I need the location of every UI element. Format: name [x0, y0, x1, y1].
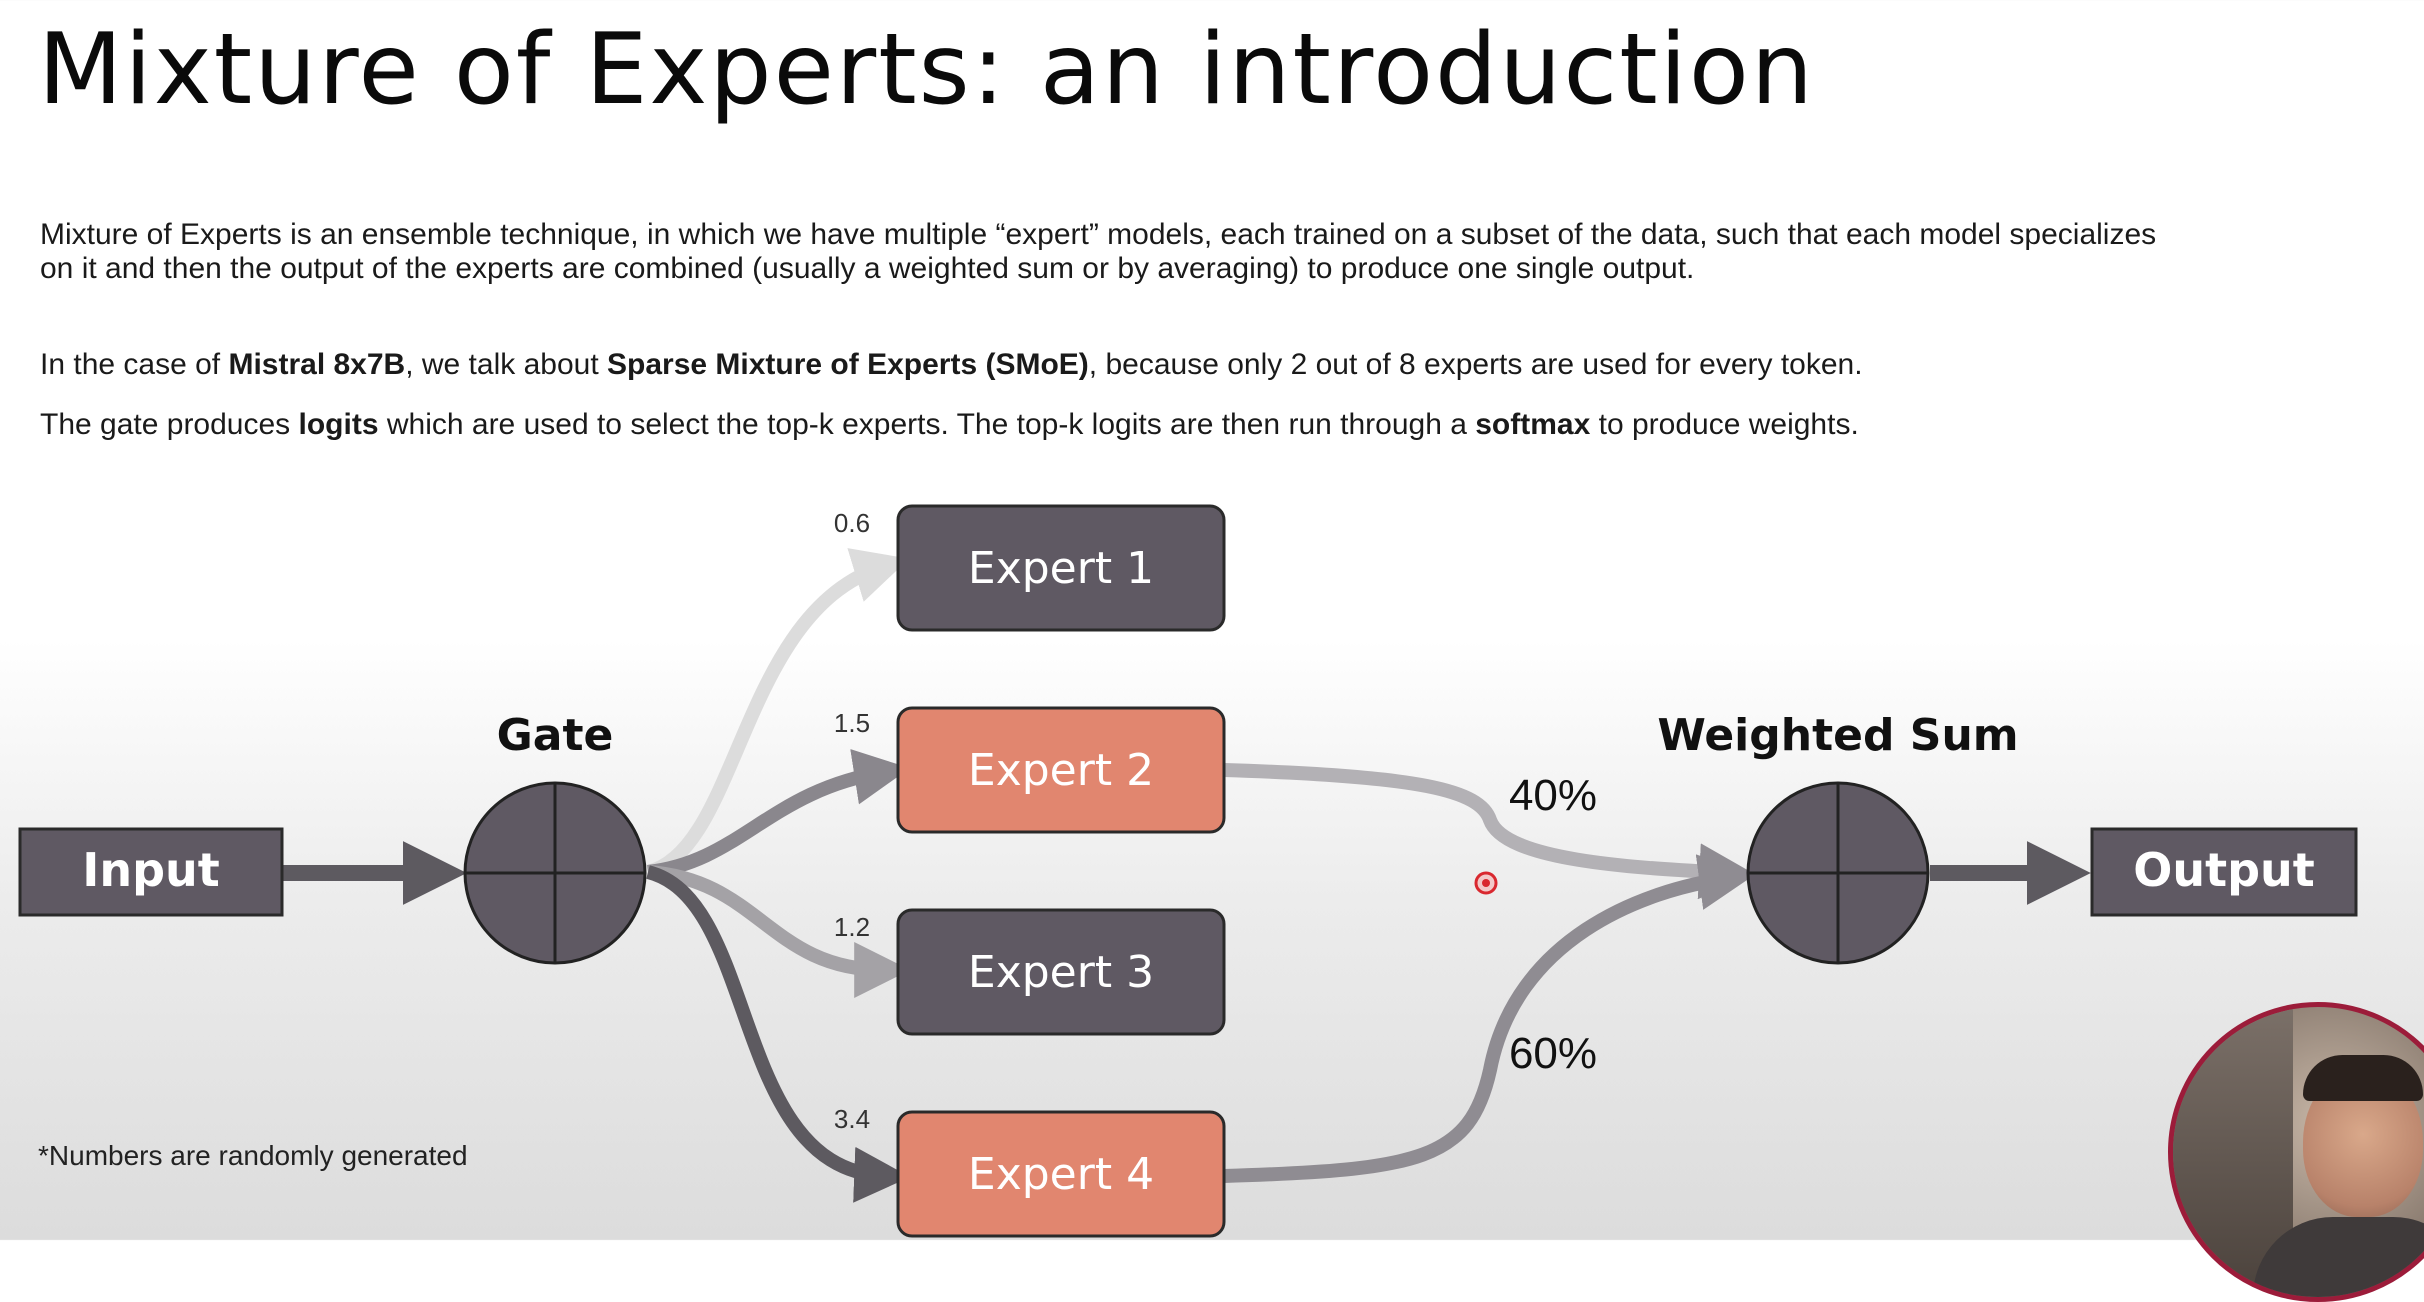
expert-3-node: 1.2 Expert 3 — [834, 908, 1226, 1036]
input-label: Input — [82, 843, 220, 897]
arrow-gate-expert1 — [645, 548, 910, 879]
arrow-expert2-sum — [1223, 763, 1756, 900]
gate-text-1: The gate produces — [40, 408, 299, 441]
output-label: Output — [2133, 843, 2315, 897]
cursor-indicator — [1474, 871, 1498, 895]
weight-expert-4: 60% — [1509, 1029, 1597, 1078]
smoe-text-2: , we talk about — [405, 348, 607, 381]
expert-1-node: 0.6 Expert 1 — [834, 504, 1226, 632]
gate-node: Gate — [463, 710, 647, 965]
expert-4-label: Expert 4 — [968, 1149, 1154, 1200]
gate-bold-softmax: softmax — [1475, 408, 1591, 441]
gate-bold-logits: logits — [298, 408, 379, 441]
smoe-text-1: In the case of — [40, 348, 229, 381]
smoe-paragraph: In the case of Mistral 8x7B, we talk abo… — [40, 348, 2240, 382]
arrow-gate-expert2 — [647, 749, 910, 879]
output-node: Output — [2090, 827, 2358, 917]
arrow-gate-expert3 — [647, 865, 911, 998]
expert-1-label: Expert 1 — [968, 543, 1154, 594]
footnote: *Numbers are randomly generated — [38, 1140, 468, 1171]
gate-text-3: to produce weights. — [1590, 408, 1859, 441]
presenter-webcam — [2168, 1002, 2424, 1302]
input-node: Input — [18, 827, 284, 917]
gate-paragraph: The gate produces logits which are used … — [40, 408, 2240, 442]
arrow-expert4-sum — [1223, 854, 1755, 1183]
expert-3-label: Expert 3 — [968, 947, 1154, 998]
weighted-sum-node: Weighted Sum — [1657, 710, 2019, 965]
smoe-bold-term: Sparse Mixture of Experts (SMoE) — [607, 348, 1089, 381]
weighted-sum-label: Weighted Sum — [1657, 710, 2018, 761]
expert-4-logit: 3.4 — [834, 1104, 870, 1134]
gate-label: Gate — [497, 710, 614, 761]
expert-4-node: 3.4 Expert 4 — [834, 1104, 1226, 1238]
expert-2-logit: 1.5 — [834, 708, 870, 738]
expert-1-logit: 0.6 — [834, 508, 870, 538]
presenter-hair — [2303, 1055, 2423, 1101]
intro-paragraph: Mixture of Experts is an ensemble techni… — [40, 218, 2157, 285]
gate-text-2: which are used to select the top-k exper… — [378, 408, 1476, 441]
expert-2-label: Expert 2 — [968, 745, 1154, 796]
smoe-bold-model: Mistral 8x7B — [228, 348, 406, 381]
moe-diagram: Input Gate 0.6 Expert 1 1.5 Expert 2 1.2… — [18, 504, 2358, 1238]
slide-title: Mixture of Experts: an introduction — [38, 13, 1815, 127]
arrow-gate-expert4 — [645, 865, 911, 1203]
smoe-text-3: , because only 2 out of 8 experts are us… — [1088, 348, 1863, 381]
expert-3-logit: 1.2 — [834, 912, 870, 942]
weight-expert-2: 40% — [1509, 771, 1597, 820]
expert-2-node: 1.5 Expert 2 — [834, 706, 1226, 834]
